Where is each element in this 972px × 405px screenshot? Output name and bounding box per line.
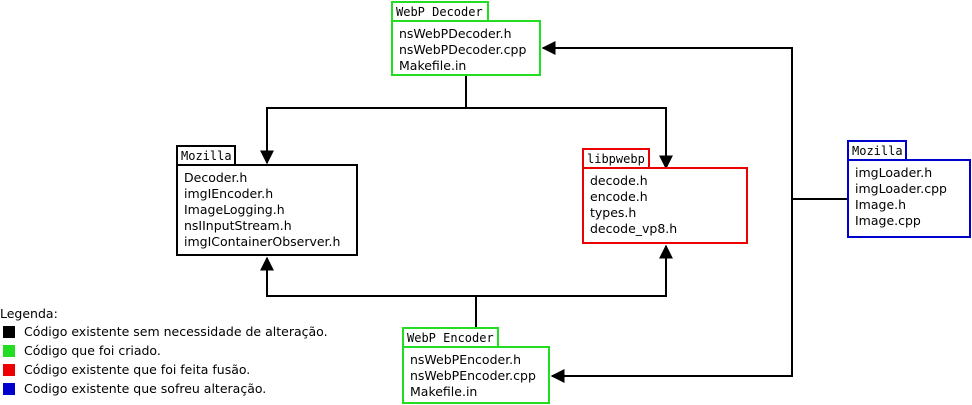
legend-label: Código existente sem necessidade de alte… [24, 324, 328, 339]
file-name: nsWebPDecoder.h [399, 26, 512, 41]
legend-label: Código existente que foi feita fusão. [24, 362, 251, 377]
file-name: Image.cpp [855, 213, 921, 228]
file-name: nsWebPEncoder.h [410, 352, 522, 367]
file-name: ImageLogging.h [184, 202, 285, 217]
legend-label: Código que foi criado. [24, 343, 161, 358]
edge-decoder-to-libpwebp [466, 107, 673, 170]
file-name: decode_vp8.h [590, 221, 678, 236]
file-name: Image.h [855, 197, 907, 212]
legend-item: Código que foi criado. [0, 341, 328, 360]
webp-encoder-title: WebP Encoder [402, 327, 499, 347]
mozilla-right-title: Mozilla [847, 140, 907, 160]
file-name: nsWebPDecoder.cpp [399, 42, 527, 57]
file-name: nsWebPEncoder.cpp [410, 368, 536, 383]
webp-decoder-file-list: nsWebPDecoder.h nsWebPDecoder.cpp Makefi… [391, 20, 541, 76]
edge-mozilla-right-to-decoder [541, 41, 848, 200]
file-name: types.h [590, 205, 637, 220]
legend-item: Codigo existente que sofreu alteração. [0, 379, 328, 398]
legend-item: Código existente que foi feita fusão. [0, 360, 328, 379]
file-name: nsIInputStream.h [184, 218, 292, 233]
legend-swatch-blue [3, 382, 15, 395]
edge-encoder-to-mozilla-left [260, 256, 477, 327]
webp-encoder-file-list: nsWebPEncoder.h nsWebPEncoder.cpp Makefi… [402, 346, 550, 404]
edge-decoder-to-mozilla-left [260, 76, 467, 165]
legend-title: Legenda: [0, 306, 58, 321]
webp-decoder-title: WebP Decoder [391, 1, 489, 21]
mozilla-right-file-list: imgLoader.h imgLoader.cpp Image.h Image.… [847, 159, 971, 238]
file-name: Decoder.h [184, 170, 248, 185]
file-name: imgIEncoder.h [184, 186, 274, 201]
file-name: Makefile.in [410, 384, 478, 399]
legend-label: Codigo existente que sofreu alteração. [24, 381, 267, 396]
file-name: Makefile.in [399, 58, 467, 73]
file-name: imgLoader.cpp [855, 181, 947, 196]
libpwebp-title: libpwebp [582, 148, 650, 168]
mozilla-left-title: Mozilla [176, 145, 236, 165]
legend-swatch-black [3, 325, 15, 338]
file-name: encode.h [590, 189, 648, 204]
file-name: decode.h [590, 173, 648, 188]
edge-encoder-to-libpwebp [476, 244, 673, 297]
legend-swatch-red [3, 363, 15, 376]
legend-swatch-green [3, 344, 15, 357]
mozilla-left-file-list: Decoder.h imgIEncoder.h ImageLogging.h n… [176, 164, 358, 256]
legend: Legenda: Código existente sem necessidad… [0, 305, 328, 398]
file-name: imgLoader.h [855, 165, 933, 180]
libpwebp-file-list: decode.h encode.h types.h decode_vp8.h [582, 167, 748, 244]
edge-mozilla-right-to-encoder [550, 199, 793, 383]
file-name: imgIContainerObserver.h [184, 234, 341, 249]
legend-item: Código existente sem necessidade de alte… [0, 322, 328, 341]
